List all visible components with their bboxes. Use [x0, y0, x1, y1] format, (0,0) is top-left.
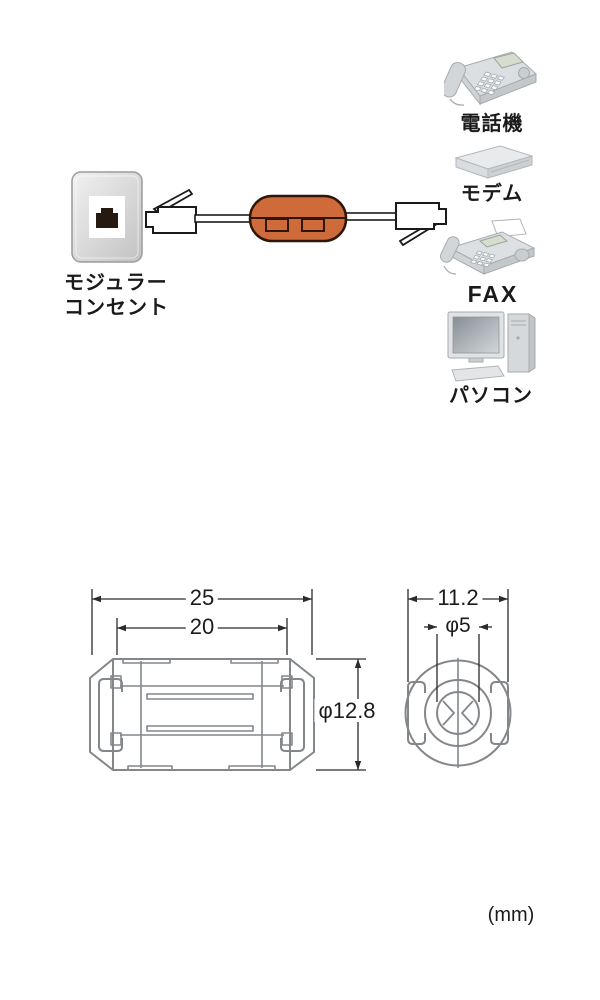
- telephone-icon: [444, 51, 537, 106]
- outlet-label-line2: コンセント: [64, 297, 169, 319]
- fax-icon: [440, 218, 536, 275]
- modular-outlet: [71, 171, 143, 263]
- end-view-drawing: [404, 658, 512, 768]
- dim-total-length: 25: [185, 586, 219, 609]
- end-clip-right: [490, 681, 509, 745]
- grip-chevron-right: [461, 700, 474, 726]
- dim-outer-diameter: φ12.8: [314, 699, 380, 722]
- device-label-fax: FAX: [467, 281, 519, 307]
- grip-chevron-left: [442, 700, 455, 726]
- rj11-plug-right: [395, 202, 447, 247]
- computer-icon: [447, 311, 536, 382]
- clip-bracket-left: [98, 678, 123, 752]
- dim-hole-diameter: φ5: [441, 614, 475, 638]
- cable-left: [194, 214, 252, 223]
- modular-jack-icon: [96, 208, 118, 228]
- side-view-drawing: [89, 658, 315, 771]
- dim-core-length: 20: [185, 615, 219, 638]
- dim-body-width: 11.2: [433, 586, 483, 609]
- outlet-label-line1: モジュラー: [64, 272, 168, 294]
- end-clip-left: [407, 681, 426, 745]
- plug-body-left: [145, 206, 197, 234]
- rj11-plug-left: [145, 188, 197, 234]
- device-label-telephone: 電話機: [460, 113, 524, 135]
- unit-label: (mm): [487, 904, 535, 926]
- plug-body-right: [395, 202, 447, 230]
- cable-right: [344, 212, 398, 221]
- clamp-latch: [301, 218, 325, 232]
- device-label-modem: モデム: [460, 183, 524, 205]
- modem-icon: [454, 145, 534, 179]
- dimension-arrowheads: [92, 595, 508, 770]
- ferrite-core-clamp: [248, 194, 348, 243]
- clip-bracket-right: [280, 678, 305, 752]
- clamp-latch: [265, 218, 289, 232]
- device-label-computer: パソコン: [449, 385, 533, 407]
